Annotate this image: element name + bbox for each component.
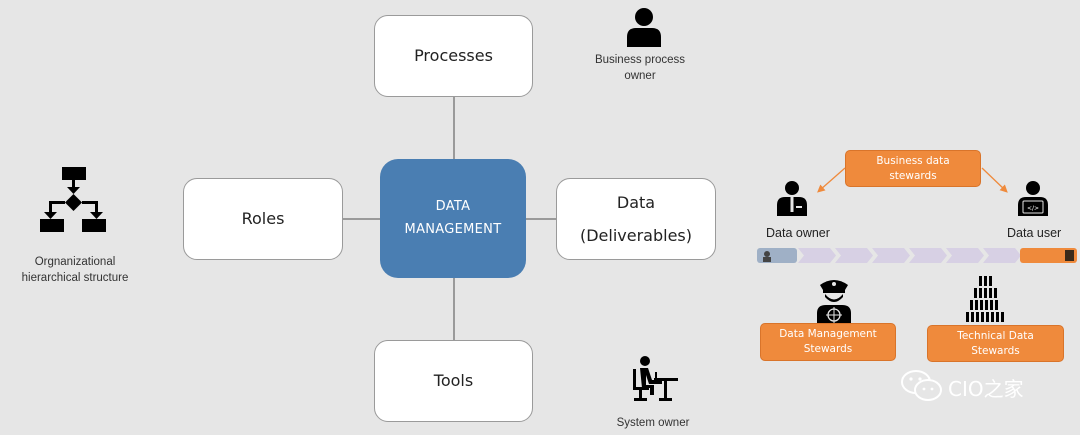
connector-right xyxy=(526,218,556,220)
tools-label: Tools xyxy=(433,371,474,391)
chevron-step-3 xyxy=(872,248,910,263)
tools-box: Tools xyxy=(374,340,533,422)
chevron-step-6 xyxy=(983,248,1021,263)
data-box: Data (Deliverables) xyxy=(556,178,716,260)
connector-bottom xyxy=(453,278,455,340)
data-management-stewards-box: Data Management Stewards xyxy=(760,323,896,361)
chevron-step-2 xyxy=(835,248,873,263)
processes-label: Processes xyxy=(414,46,493,66)
data-owner-icon xyxy=(777,181,807,216)
data-user-icon: </> xyxy=(1018,181,1048,216)
connector-top xyxy=(453,97,455,159)
flowchart-icon xyxy=(40,167,106,232)
team-hierarchy-icon xyxy=(966,276,1004,322)
desk-worker-icon xyxy=(633,356,678,401)
arrow-to-data-owner xyxy=(817,167,846,193)
data-management-box: DATA MANAGEMENT xyxy=(380,159,526,278)
roles-label: Roles xyxy=(241,209,285,229)
chevron-step-1 xyxy=(798,248,836,263)
system-owner-label: System owner xyxy=(616,417,690,429)
connector-left xyxy=(343,218,380,220)
roles-box: Roles xyxy=(183,178,343,260)
technical-data-stewards-box: Technical Data Stewards xyxy=(927,325,1064,362)
chevron-step-5 xyxy=(946,248,984,263)
center-line2: MANAGEMENT xyxy=(404,221,502,237)
process-chevron-bar xyxy=(757,248,1077,263)
data-owner-label: Data owner xyxy=(766,226,830,240)
business-process-owner-label: Business process owner xyxy=(594,54,686,82)
chevron-end xyxy=(1020,248,1077,263)
wechat-icon xyxy=(901,370,942,401)
center-line1: DATA xyxy=(435,198,471,214)
person-icon xyxy=(627,8,661,47)
svg-text:</>: </> xyxy=(1027,205,1039,212)
watermark-text: CIO之家 xyxy=(948,377,1024,401)
data-label: Data xyxy=(616,192,656,212)
chevron-step-4 xyxy=(909,248,947,263)
arrow-to-data-user xyxy=(981,167,1008,193)
data-user-label: Data user xyxy=(1007,226,1062,240)
captain-icon xyxy=(817,280,851,323)
processes-box: Processes xyxy=(374,15,533,97)
deliverables-label: (Deliverables) xyxy=(579,226,692,245)
business-data-stewards-box: Business data stewards xyxy=(845,150,981,187)
org-structure-label: Orgnanizational hierarchical structure xyxy=(21,256,129,284)
arrows xyxy=(817,167,1008,193)
